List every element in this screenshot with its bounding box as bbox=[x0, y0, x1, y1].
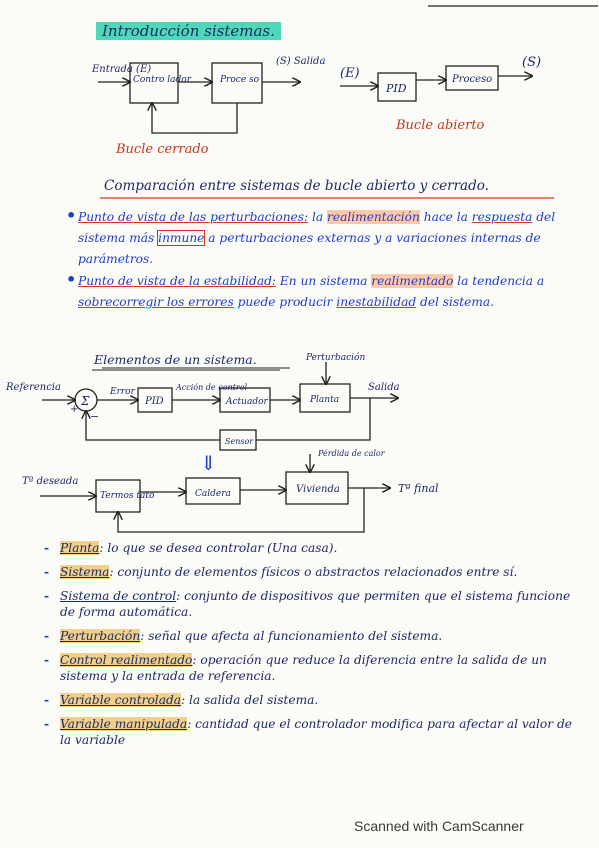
definition-term: Sistema bbox=[60, 565, 110, 579]
sensor-label: Sensor bbox=[225, 437, 254, 446]
heat-loss-label: Pérdida de calor bbox=[317, 449, 386, 458]
closed-loop-diagram bbox=[98, 62, 300, 134]
definition-term: Variable controlada bbox=[60, 693, 182, 707]
minus-sign: − bbox=[90, 410, 99, 423]
open-loop-diagram bbox=[340, 65, 532, 102]
point2-text-4: del sistema. bbox=[416, 295, 495, 309]
closed-loop-caption: Bucle cerrado bbox=[116, 142, 209, 157]
point1-respuesta: respuesta bbox=[471, 210, 533, 224]
definition-item: -Sistema de control: conjunto de disposi… bbox=[44, 589, 571, 619]
definition-item: -Control realimentado: operación que red… bbox=[44, 653, 547, 683]
thermostat-label: Termos tato bbox=[100, 491, 155, 501]
open-loop-pid-label: PID bbox=[385, 82, 407, 95]
point1-text-1: la bbox=[308, 210, 328, 224]
definition-text: : la salida del sistema. bbox=[181, 693, 319, 707]
point2-text-2: la tendencia a bbox=[453, 274, 545, 288]
point1-text-2: hace la bbox=[419, 210, 472, 224]
plus-sign: + bbox=[70, 404, 78, 415]
stability-viewpoint-paragraph: Punto de vista de la estabilidad: En un … bbox=[78, 271, 558, 313]
closed-loop-input-label: Entrada (E) bbox=[91, 64, 151, 75]
definitions-list: -Planta: lo que se desea controlar (Una … bbox=[44, 540, 584, 756]
definition-term: Control realimentado bbox=[60, 653, 193, 667]
down-arrow-icon: ⇓ bbox=[200, 451, 217, 475]
definition-term: Variable manipulada bbox=[60, 717, 188, 731]
dwelling-label: Vivienda bbox=[296, 484, 340, 495]
definition-text: : operación que reduce la diferencia ent… bbox=[60, 653, 547, 683]
point1-text-3: del sistema más bbox=[78, 210, 556, 245]
closed-loop-controller-label: Contro lador bbox=[133, 75, 192, 85]
definition-item: -Planta: lo que se desea controlar (Una … bbox=[44, 541, 338, 555]
page-title-text: Introducción sistemas. bbox=[96, 22, 281, 40]
closed-loop-process-label: Proce so bbox=[219, 75, 260, 85]
open-loop-process-label: Proceso bbox=[451, 74, 492, 85]
control-action-label: Acción de control bbox=[175, 383, 248, 392]
closed-loop-output-label: (S) Salida bbox=[276, 56, 325, 67]
point1-inmune: inmune bbox=[157, 230, 206, 246]
definition-text: : lo que se desea controlar (Una casa). bbox=[99, 541, 338, 555]
elements-heading: Elementos de un sistema. bbox=[94, 352, 257, 367]
definition-term: Sistema de control bbox=[60, 589, 177, 603]
definition-item: -Variable controlada: la salida del sist… bbox=[44, 693, 319, 707]
point1-realimentacion: realimentación bbox=[327, 210, 420, 224]
sum-symbol: Σ bbox=[80, 394, 90, 408]
page-title: Introducción sistemas. bbox=[96, 22, 281, 40]
definition-text: : señal que afecta al funcionamiento del… bbox=[140, 629, 443, 643]
definition-term: Planta bbox=[60, 541, 100, 555]
definition-text: : conjunto de elementos físicos o abstra… bbox=[109, 565, 518, 579]
point2-realimentado: realimentado bbox=[371, 274, 454, 288]
point1-lead: Punto de vista de las perturbaciones: bbox=[78, 210, 309, 224]
open-loop-input: (E) bbox=[340, 66, 360, 81]
reference-label: Referencia bbox=[5, 382, 61, 393]
thermostat-diagram bbox=[40, 454, 390, 533]
elements-diagram bbox=[42, 362, 398, 451]
point2-sobrecorregir: sobrecorregir los errores bbox=[78, 295, 234, 309]
comparison-heading: Comparación entre sistemas de bucle abie… bbox=[104, 178, 489, 194]
bullet-dot-2: • bbox=[66, 270, 77, 289]
actuator-label: Actuador bbox=[225, 397, 268, 407]
definition-item: -Sistema: conjunto de elementos físicos … bbox=[44, 565, 518, 579]
definition-text: : conjunto de dispositivos que permiten … bbox=[60, 589, 571, 619]
definition-item: -Perturbación: señal que afecta al funci… bbox=[44, 629, 443, 643]
perturbation-label: Perturbación bbox=[305, 352, 365, 363]
bullet-dot-1: • bbox=[66, 206, 77, 225]
plant-label: Planta bbox=[309, 395, 339, 405]
final-temp-label: Tª final bbox=[398, 482, 439, 495]
perturbation-viewpoint-paragraph: Punto de vista de las perturbaciones: la… bbox=[78, 207, 558, 270]
point2-text-1: En un sistema bbox=[276, 274, 372, 288]
point2-text-3: puede producir bbox=[233, 295, 337, 309]
point2-inestabilidad: inestabilidad bbox=[336, 295, 417, 309]
pid-label: PID bbox=[144, 396, 164, 407]
point1-text-4: a perturbaciones externas y a variacione… bbox=[78, 231, 541, 266]
definition-term: Perturbación bbox=[60, 629, 141, 643]
boiler-label: Caldera bbox=[195, 489, 231, 499]
output-label: Salida bbox=[368, 382, 400, 393]
open-loop-caption: Bucle abierto bbox=[396, 118, 485, 133]
open-loop-output: (S) bbox=[522, 55, 541, 70]
point2-lead: Punto de vista de la estabilidad: bbox=[78, 274, 276, 288]
scanner-watermark: Scanned with CamScanner bbox=[354, 818, 524, 834]
error-label: Error bbox=[109, 387, 136, 397]
definition-text: : cantidad que el controlador modifica p… bbox=[60, 717, 572, 747]
definition-item: -Variable manipulada: cantidad que el co… bbox=[44, 717, 572, 747]
desired-temp-label: Tª deseada bbox=[22, 476, 78, 487]
